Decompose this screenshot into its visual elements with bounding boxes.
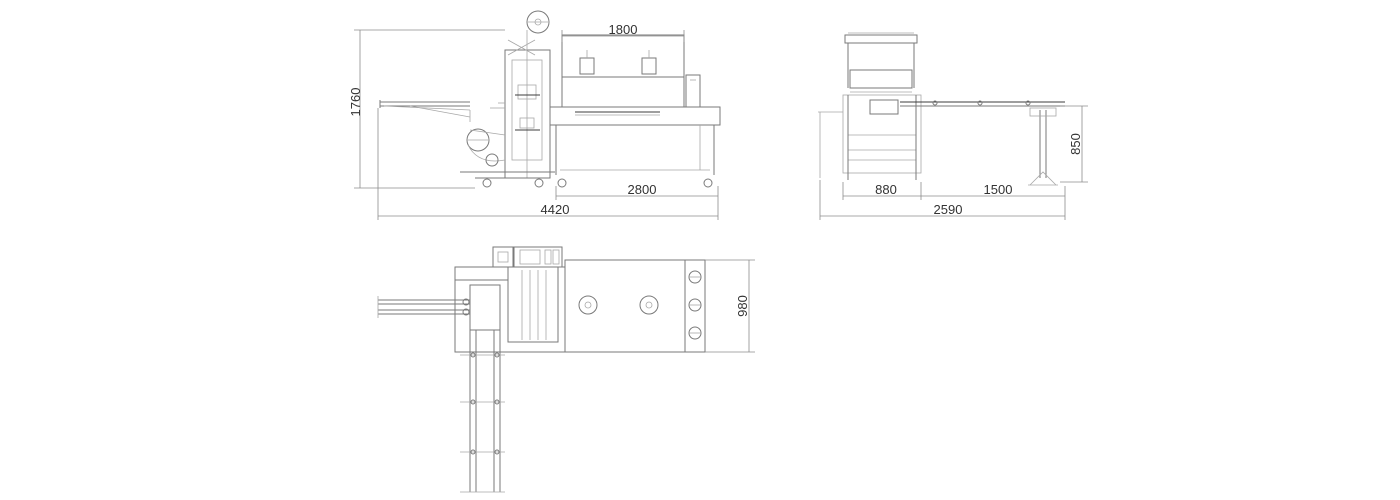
dim-label-2800: 2800 <box>628 182 657 197</box>
front-film-roll-top <box>526 10 550 34</box>
dim-side-height: 850 <box>1060 105 1088 183</box>
dim-label-850: 850 <box>1068 133 1083 155</box>
top-fan-1 <box>578 295 598 315</box>
dim-top-width: 980 <box>705 259 755 353</box>
front-wheel-3 <box>557 178 567 188</box>
dim-side-total-width: 2590 <box>819 180 1066 220</box>
dim-label-980: 980 <box>735 295 750 317</box>
front-wheel-1 <box>482 178 492 188</box>
dim-front-height: 1760 <box>348 29 505 189</box>
front-wheel-4 <box>703 178 713 188</box>
top-sealer-body <box>454 266 566 353</box>
top-infeed-conveyor <box>377 296 470 318</box>
dim-side-body-width: 880 <box>842 182 922 200</box>
top-heat-tunnel <box>564 259 706 353</box>
dim-front-base-length: 2800 <box>555 182 719 200</box>
side-view: 850 880 1500 2590 <box>818 32 1088 220</box>
front-infeed-conveyor <box>379 100 471 122</box>
dim-front-total-length: 4420 <box>377 108 719 220</box>
dim-label-1760: 1760 <box>348 88 363 117</box>
top-view: 980 <box>377 246 755 493</box>
front-view: 1760 1800 2800 4420 <box>348 10 721 220</box>
dim-front-tunnel-length: 1800 <box>561 22 685 42</box>
dim-label-880: 880 <box>875 182 897 197</box>
front-sealer-column <box>490 30 551 179</box>
top-control-panel <box>492 246 563 268</box>
top-vertical-conveyor <box>460 330 505 493</box>
front-heat-tunnel <box>561 34 701 116</box>
top-outfeed-section <box>684 259 706 353</box>
dim-label-2590: 2590 <box>934 202 963 217</box>
side-tunnel-top <box>844 32 918 93</box>
dim-label-4420: 4420 <box>541 202 570 217</box>
front-film-roll-bottom <box>466 128 506 167</box>
dim-side-conveyor-length: 1500 <box>921 182 1066 200</box>
dim-label-1800: 1800 <box>609 22 638 37</box>
front-tunnel-base <box>549 106 721 175</box>
front-wheel-2 <box>534 178 544 188</box>
dim-label-1500: 1500 <box>984 182 1013 197</box>
top-fan-2 <box>639 295 659 315</box>
side-body <box>818 94 922 180</box>
side-outfeed-conveyor <box>900 100 1065 186</box>
